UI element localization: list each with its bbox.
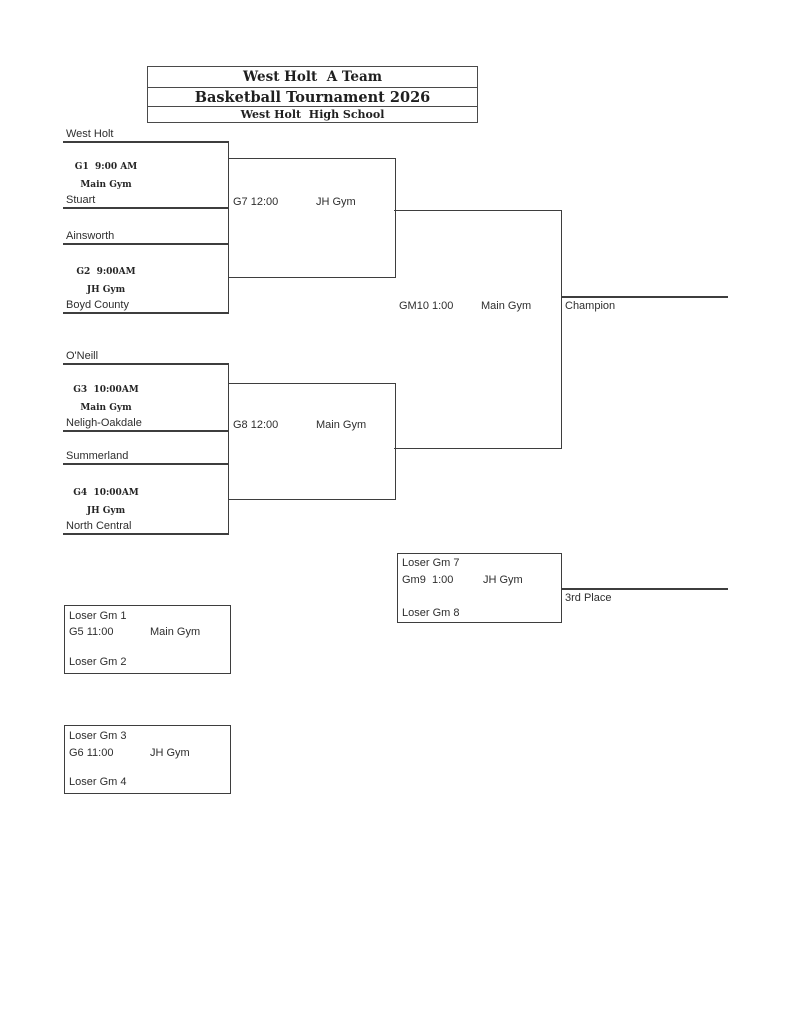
game-gym: JH Gym [150, 747, 190, 759]
bracket-line [63, 141, 228, 143]
champion-label: Champion [565, 300, 616, 312]
game-gym: JH Gym [483, 574, 523, 586]
team-name: West Holt [66, 128, 114, 140]
game-info: GM10 1:00 [399, 300, 454, 312]
bracket-line [63, 312, 229, 314]
game-info: G1 9:00 AM [74, 162, 138, 172]
third-place-line [561, 588, 728, 590]
team-name: Boyd County [66, 299, 129, 311]
game-info: Gm9 1:00 [402, 574, 454, 586]
game-info: G6 11:00 [69, 747, 114, 759]
slot-label: Loser Gm 1 [69, 610, 127, 622]
team-name: Summerland [66, 450, 129, 462]
game-info: G3 10:00AM [73, 385, 139, 395]
game-gym: Main Gym [150, 626, 201, 638]
game-gym: JH Gym [86, 285, 126, 295]
game-info: G2 9:00AM [76, 267, 136, 277]
slot-label: Loser Gm 2 [69, 656, 127, 668]
consolation-box-g5 [64, 605, 231, 674]
game-gym: JH Gym [316, 196, 356, 208]
consolation-box-g6 [64, 725, 231, 794]
team-name: Ainsworth [66, 230, 115, 242]
tournament-title: West Holt A Team [147, 66, 478, 88]
bracket-line [63, 363, 228, 365]
game-info: G7 12:00 [233, 196, 279, 208]
game-gym: Main Gym [481, 300, 532, 312]
team-name: Neligh-Oakdale [66, 417, 142, 429]
team-name: North Central [66, 520, 132, 532]
game-info: G8 12:00 [233, 419, 279, 431]
slot-label: Loser Gm 4 [69, 776, 127, 788]
tournament-subtitle: Basketball Tournament 2026 [147, 87, 478, 107]
third-place-label: 3rd Place [565, 592, 612, 604]
slot-label: Loser Gm 7 [402, 557, 460, 569]
bracket-connector [227, 243, 229, 314]
champion-line [562, 296, 728, 298]
bracket-line [63, 243, 228, 245]
tournament-location: West Holt High School [147, 106, 478, 123]
bracket-line [63, 430, 229, 432]
team-name: Stuart [66, 194, 96, 206]
final-box-gm10 [394, 210, 562, 449]
game-info: G5 11:00 [69, 626, 114, 638]
bracket-line [63, 207, 229, 209]
game-gym: JH Gym [86, 506, 126, 516]
game-info: G4 10:00AM [73, 488, 139, 498]
bracket-line [63, 533, 229, 535]
team-name: O'Neill [66, 350, 99, 362]
semifinal-box-g7 [227, 158, 396, 278]
bracket-line [63, 463, 228, 465]
game-gym: Main Gym [80, 403, 132, 413]
slot-label: Loser Gm 3 [69, 730, 127, 742]
semifinal-box-g8 [227, 383, 396, 500]
slot-label: Loser Gm 8 [402, 607, 460, 619]
game-gym: Main Gym [80, 180, 132, 190]
game-gym: Main Gym [316, 419, 367, 431]
